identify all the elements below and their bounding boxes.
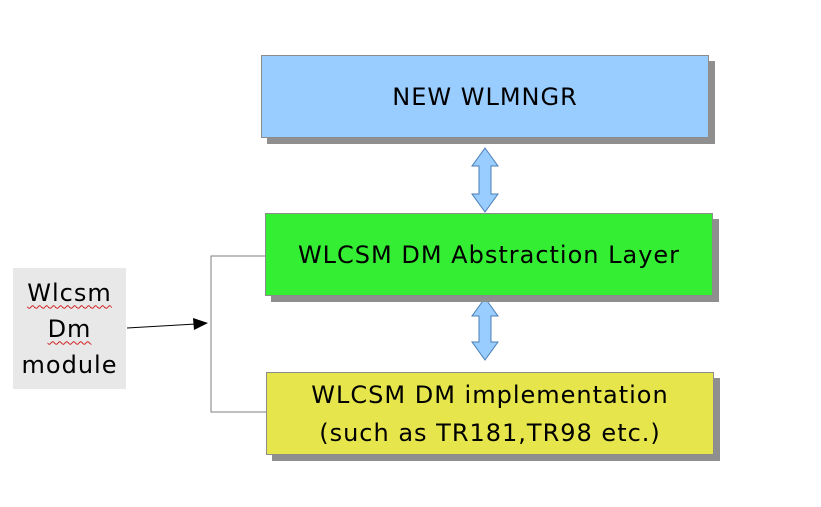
- module-line1: Wlcsm: [27, 278, 112, 307]
- double-arrow-bottom: [471, 297, 499, 361]
- dm-implementation-block: WLCSM DM implementation (such as TR181,T…: [266, 372, 714, 455]
- wlcsm-dm-module-block: Wlcsm Dm module: [13, 268, 126, 389]
- dm-implementation-line1: WLCSM DM implementation: [311, 380, 669, 409]
- new-wlmngr-label: NEW WLMNGR: [392, 82, 578, 111]
- bracket-line: [210, 255, 266, 413]
- dm-implementation-line2: (such as TR181,TR98 etc.): [319, 418, 661, 447]
- module-line3: module: [21, 350, 118, 379]
- module-arrow-head: [193, 318, 208, 330]
- module-line2: Dm: [47, 314, 92, 343]
- abstraction-layer-label: WLCSM DM Abstraction Layer: [297, 240, 681, 269]
- module-arrow-line: [126, 323, 197, 329]
- new-wlmngr-block: NEW WLMNGR: [261, 55, 709, 138]
- double-arrow-top: [471, 147, 499, 213]
- abstraction-layer-block: WLCSM DM Abstraction Layer: [265, 213, 713, 296]
